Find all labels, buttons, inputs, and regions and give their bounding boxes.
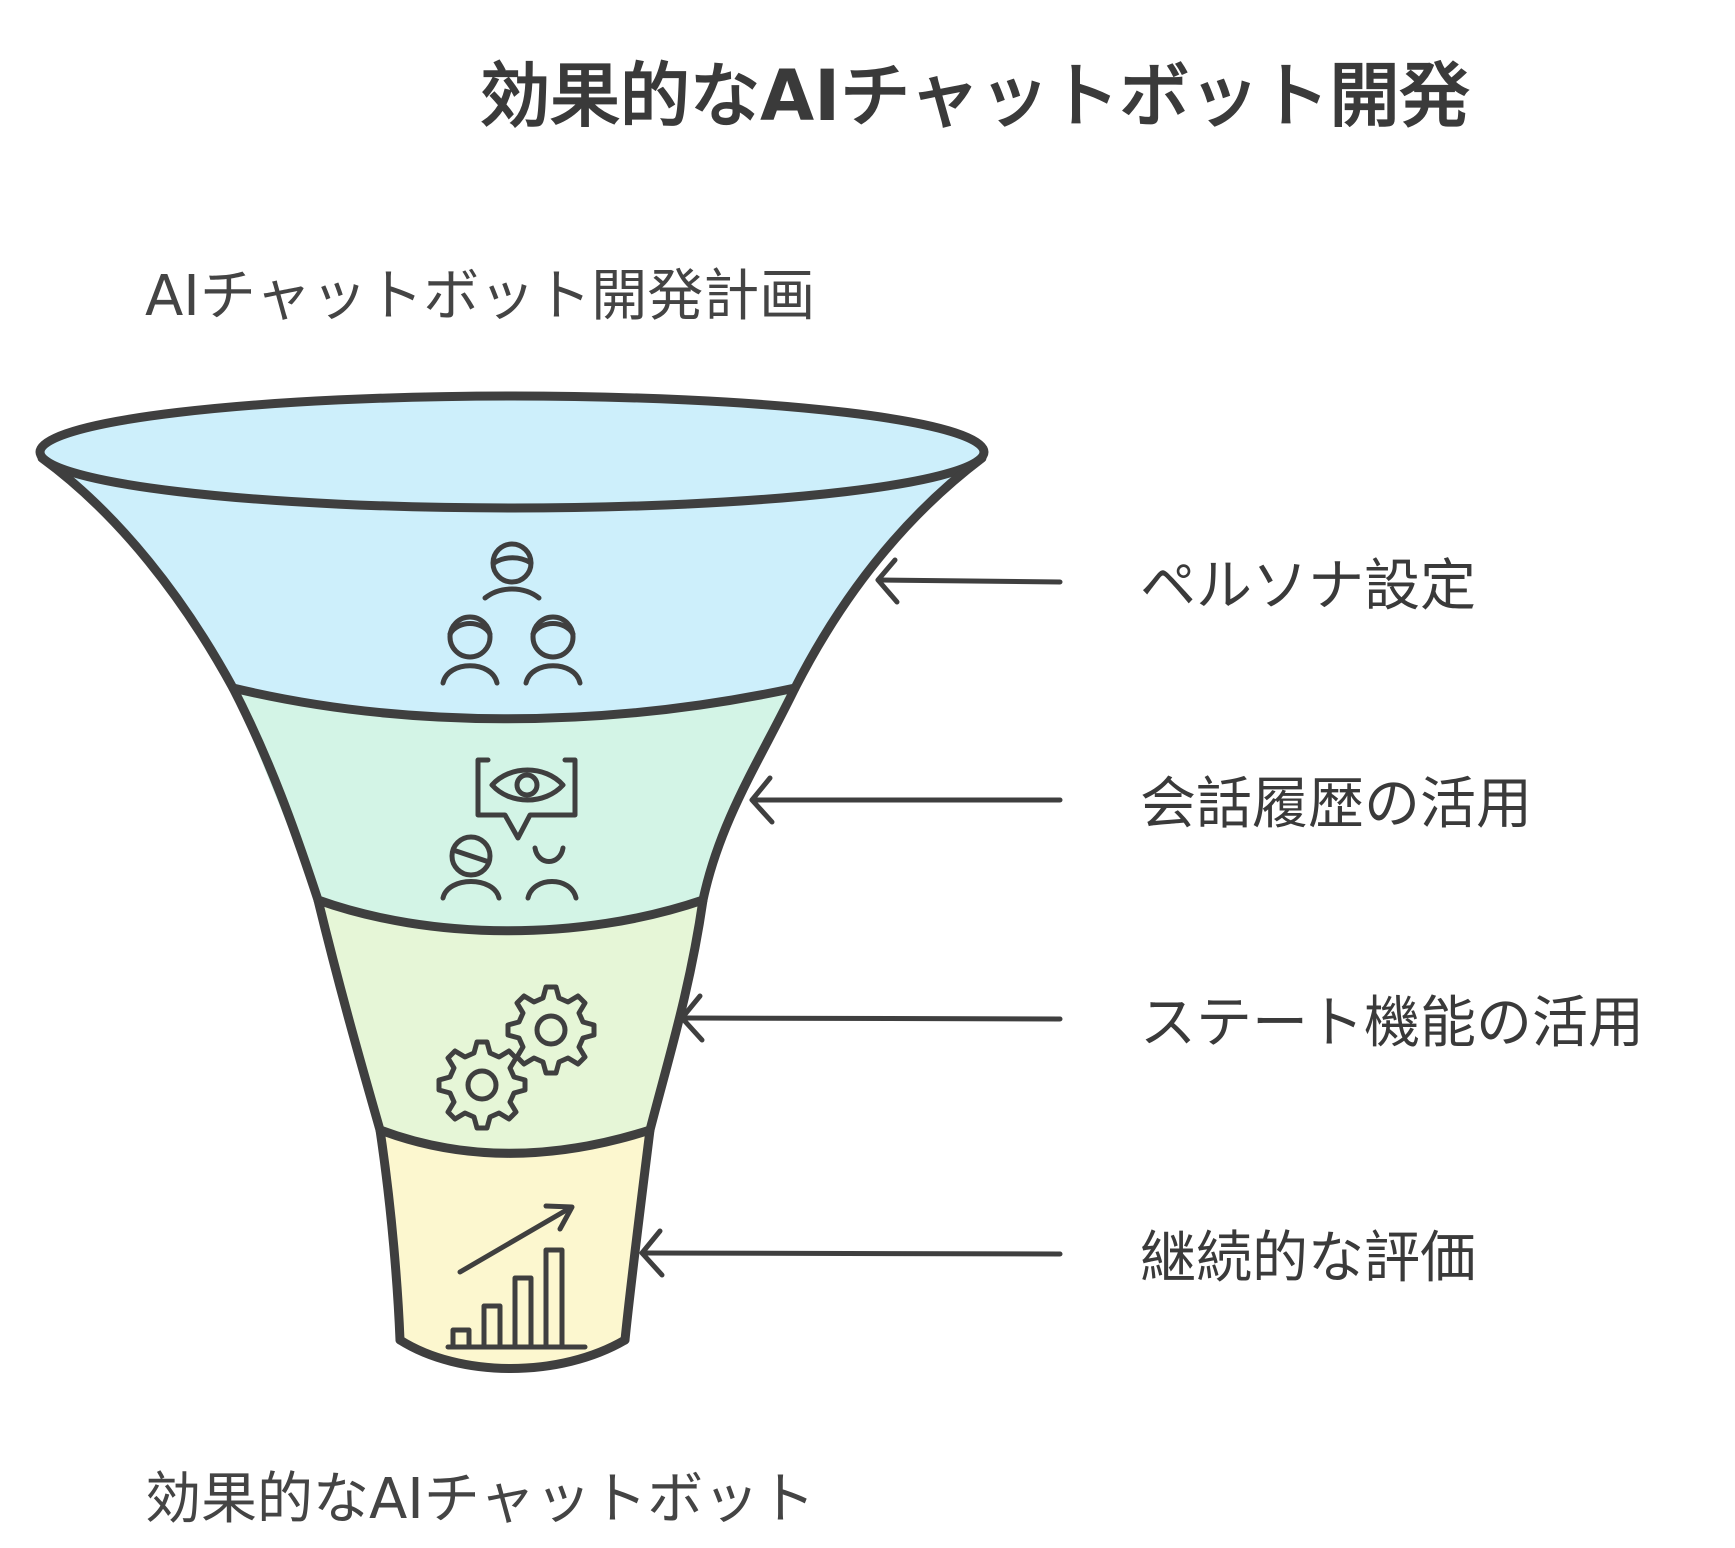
arrow-state [685,1018,1060,1019]
stage-label-evaluation: 継続的な評価 [1140,1226,1476,1291]
diagram-title: 効果的なAIチャットボット開発 [480,55,1471,137]
stage-label-persona: ペルソナ設定 [1140,554,1476,619]
funnel-top-label: AIチャットボット開発計画 [145,264,815,329]
arrow-evaluation [645,1253,1060,1254]
arrow-persona [880,580,1060,582]
funnel-bottom-label: 効果的なAIチャットボット [145,1467,815,1532]
stage-label-history: 会話履歴の活用 [1140,772,1532,837]
stage-label-state: ステート機能の活用 [1140,991,1644,1056]
